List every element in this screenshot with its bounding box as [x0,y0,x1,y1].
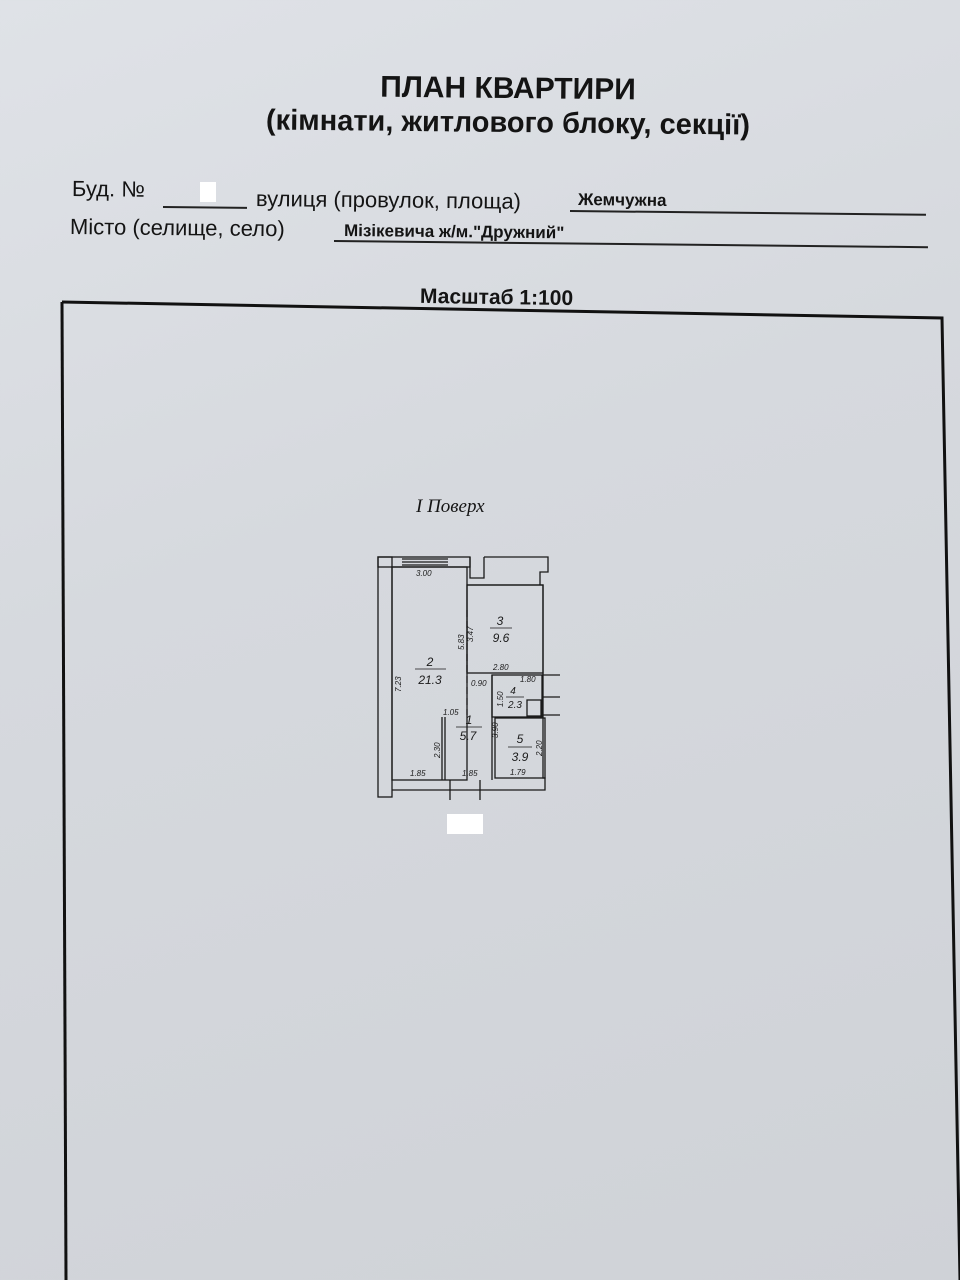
room-2-number: 2 [426,655,434,669]
dim-2-20: 2.20 [535,740,544,757]
city-value: Мізікевича ж/м."Дружний" [343,221,565,243]
street-value: Жемчужна [577,190,667,210]
dim-5-83: 5.83 [457,634,466,650]
floor-plan: 3.00 7.23 5.83 3.47 2.80 0.90 1.80 1.50 … [377,556,560,800]
room-5-number: 5 [517,732,524,746]
dim-2-80: 2.80 [492,663,509,672]
dim-3-47: 3.47 [466,626,475,642]
floor-label: I Поверх [416,496,485,517]
city-label: Місто (селище, село) [69,214,285,242]
room-1-area: 5.7 [460,729,478,743]
dim-2-30: 2.30 [433,742,442,759]
room-5-area: 3.9 [512,750,529,764]
dim-bottom-right: 1.79 [510,768,526,777]
redacted-apartment-number [447,814,483,834]
dim-bottom-mid: 1.85 [462,769,478,778]
dim-1-80: 1.80 [520,675,536,684]
dim-0-90: 0.90 [471,679,487,688]
dim-1-05: 1.05 [443,708,459,717]
room-4-area: 2.3 [507,700,522,711]
redacted-building-number [200,182,216,202]
dim-bottom-left: 1.85 [410,769,426,778]
walls [377,556,560,800]
street-label: вулиця (провулок, площа) [255,186,522,214]
room-3-area: 9.6 [493,631,510,645]
scale-label: Масштаб 1:100 [419,284,574,311]
dim-1-50: 1.50 [496,691,505,707]
dim-3-90: 3.90 [491,722,500,738]
room-1-number: 1 [466,713,473,727]
building-label: Буд. № [71,176,146,202]
room-3-number: 3 [497,614,504,628]
room-4-number: 4 [510,686,516,697]
room-2-area: 21.3 [417,673,442,687]
dim-left-room2: 7.23 [394,676,403,692]
dim-top-room2: 3.00 [416,569,432,578]
